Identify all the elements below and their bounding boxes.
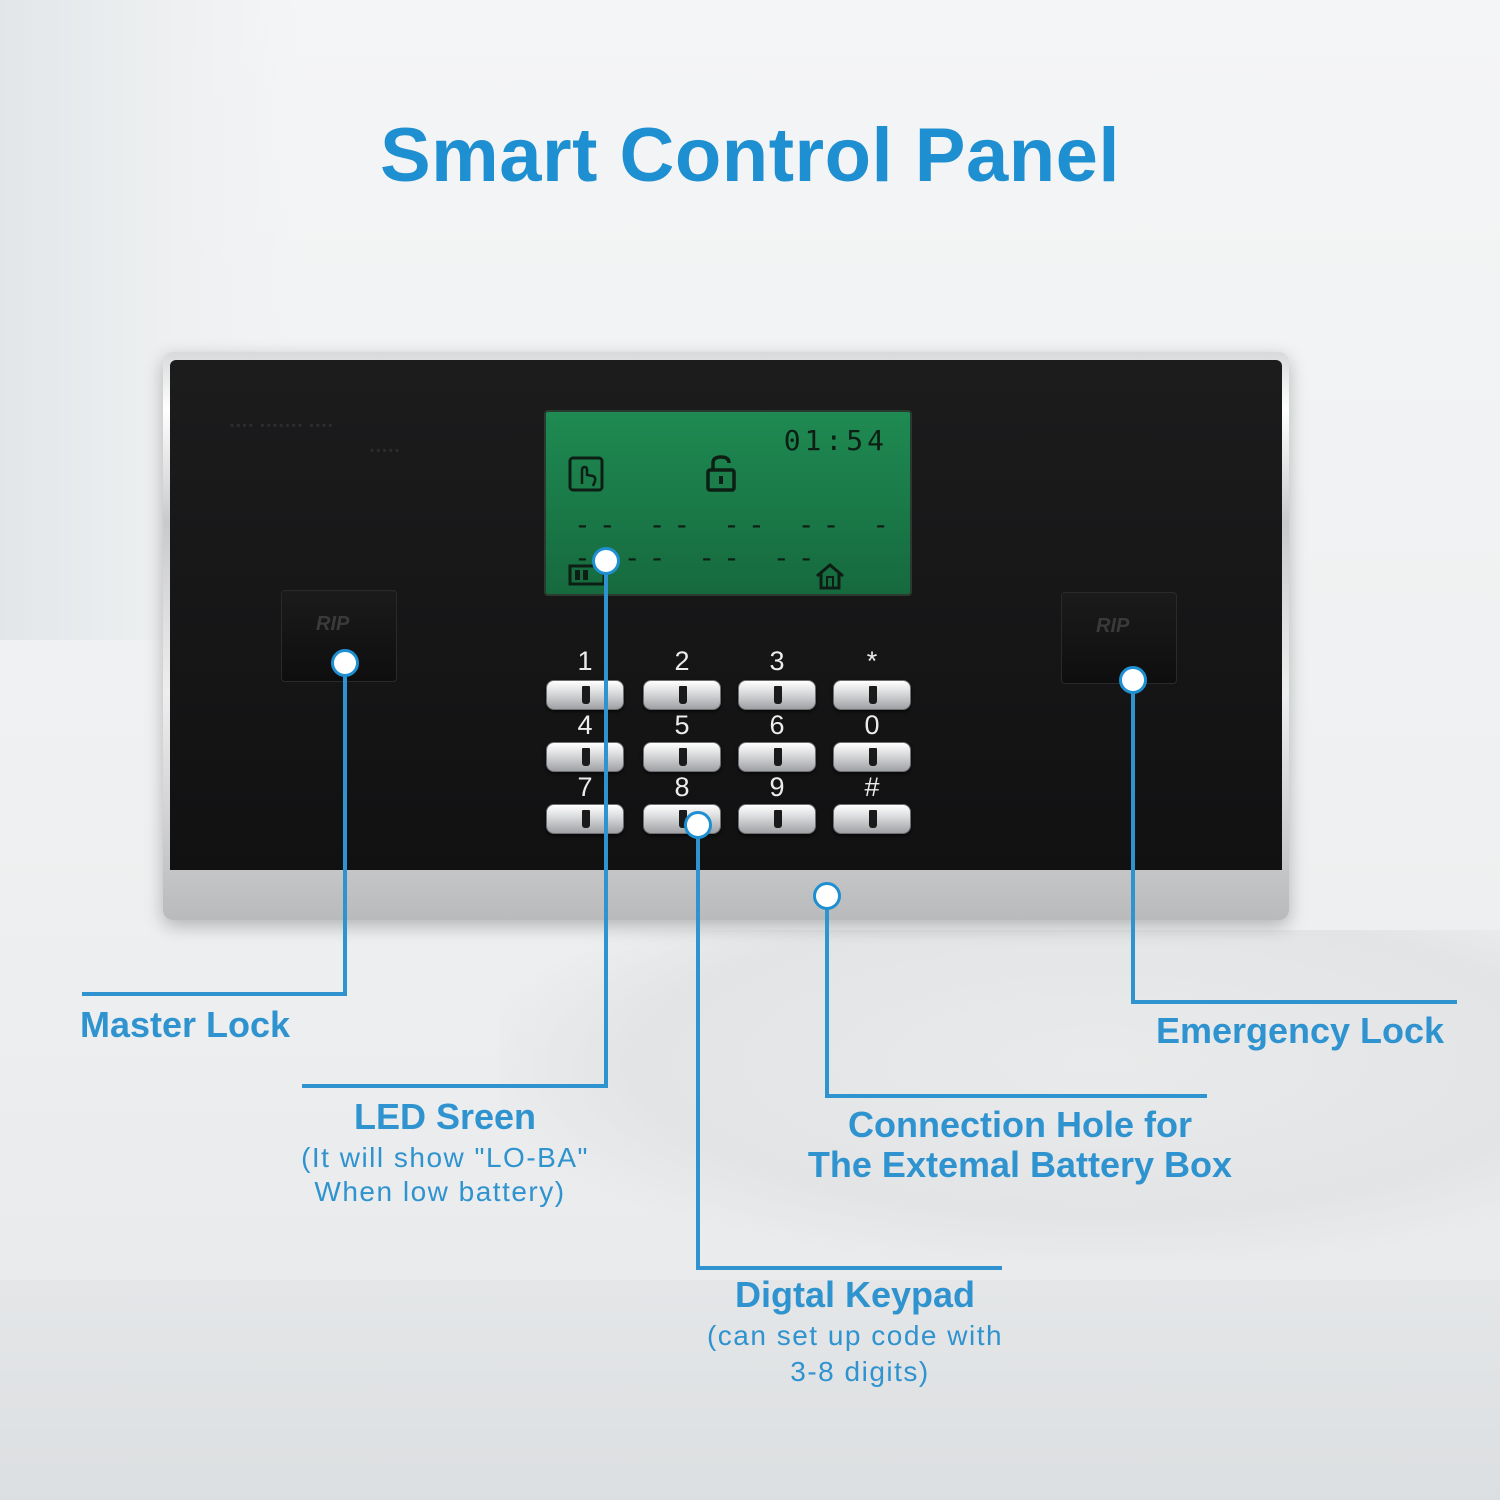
master-lock-label: Master Lock: [80, 1004, 291, 1045]
led-screen-leader-h: [302, 1084, 608, 1088]
connection-hole-leader-h: [825, 1094, 1207, 1098]
panel-engraving: ▪▪▪▪ ▪▪▪▪▪▪▪ ▪▪▪▪: [230, 418, 335, 432]
emergency-lock-label: Emergency Lock: [1155, 1010, 1445, 1051]
key-4-button[interactable]: [546, 742, 624, 772]
led-screen-label: LED Sreen: [353, 1096, 537, 1137]
panel-engraving-2: ▪▪▪▪▪: [370, 443, 402, 457]
keypad-note-1: (can set up code with: [706, 1320, 1004, 1351]
key-label: *: [866, 646, 878, 676]
led-screen-note-1: (It will show "LO-BA": [301, 1142, 589, 1173]
touch-icon: [568, 456, 604, 492]
connection-hole-marker: [813, 882, 841, 910]
key-2-button[interactable]: [643, 680, 721, 710]
emergency-lock-marker: [1119, 666, 1147, 694]
key-label: 5: [674, 710, 690, 740]
key-7-button[interactable]: [546, 804, 624, 834]
connection-hole-leader-v: [825, 908, 829, 1098]
key-label: 8: [674, 772, 690, 802]
key-label: 2: [674, 646, 690, 676]
connection-hole-label-2: The Extemal Battery Box: [807, 1144, 1233, 1185]
led-screen-note-2: When low battery): [314, 1176, 566, 1207]
key-hash-button[interactable]: [833, 804, 911, 834]
key-5-button[interactable]: [643, 742, 721, 772]
lcd-time: 01:54: [783, 424, 888, 457]
unlock-icon: [706, 455, 736, 492]
keypad-note-2: 3-8 digits): [790, 1356, 930, 1387]
key-label: 3: [769, 646, 785, 676]
lcd-code-dashes: -- -- -- -- -- -- -- --: [574, 508, 898, 574]
key-label: 0: [864, 710, 880, 740]
key-0-button[interactable]: [833, 742, 911, 772]
home-icon: [816, 563, 844, 590]
key-label: 9: [769, 772, 785, 802]
master-lock-marker: [331, 649, 359, 677]
port-marking: RIP: [1096, 615, 1130, 637]
page-title: Smart Control Panel: [379, 113, 1121, 198]
key-label: 1: [577, 646, 593, 676]
keypad-leader-v: [696, 836, 700, 1270]
led-screen-leader-v: [604, 570, 608, 1088]
connection-hole-label-1: Connection Hole for: [848, 1104, 1192, 1145]
port-marking: RIP: [316, 613, 350, 635]
keypad-marker: [684, 811, 712, 839]
emergency-lock-leader-h: [1131, 1000, 1457, 1004]
key-1-button[interactable]: [546, 680, 624, 710]
key-3-button[interactable]: [738, 680, 816, 710]
key-label: 4: [577, 710, 593, 740]
key-label: 6: [769, 710, 785, 740]
key-label: 7: [577, 772, 593, 802]
key-8-button[interactable]: [643, 804, 721, 834]
key-star-button[interactable]: [833, 680, 911, 710]
key-label: #: [864, 772, 880, 802]
floor-background: [0, 1280, 1500, 1500]
key-9-button[interactable]: [738, 804, 816, 834]
keypad-leader-h: [696, 1266, 1002, 1270]
key-6-button[interactable]: [738, 742, 816, 772]
emergency-lock-leader-v: [1131, 692, 1135, 1004]
emergency-lock-port[interactable]: RIP: [1061, 592, 1177, 684]
led-screen-marker: [592, 547, 620, 575]
master-lock-leader-h: [82, 992, 347, 996]
keypad-label: Digtal Keypad: [734, 1274, 976, 1315]
master-lock-leader-v: [343, 672, 347, 996]
